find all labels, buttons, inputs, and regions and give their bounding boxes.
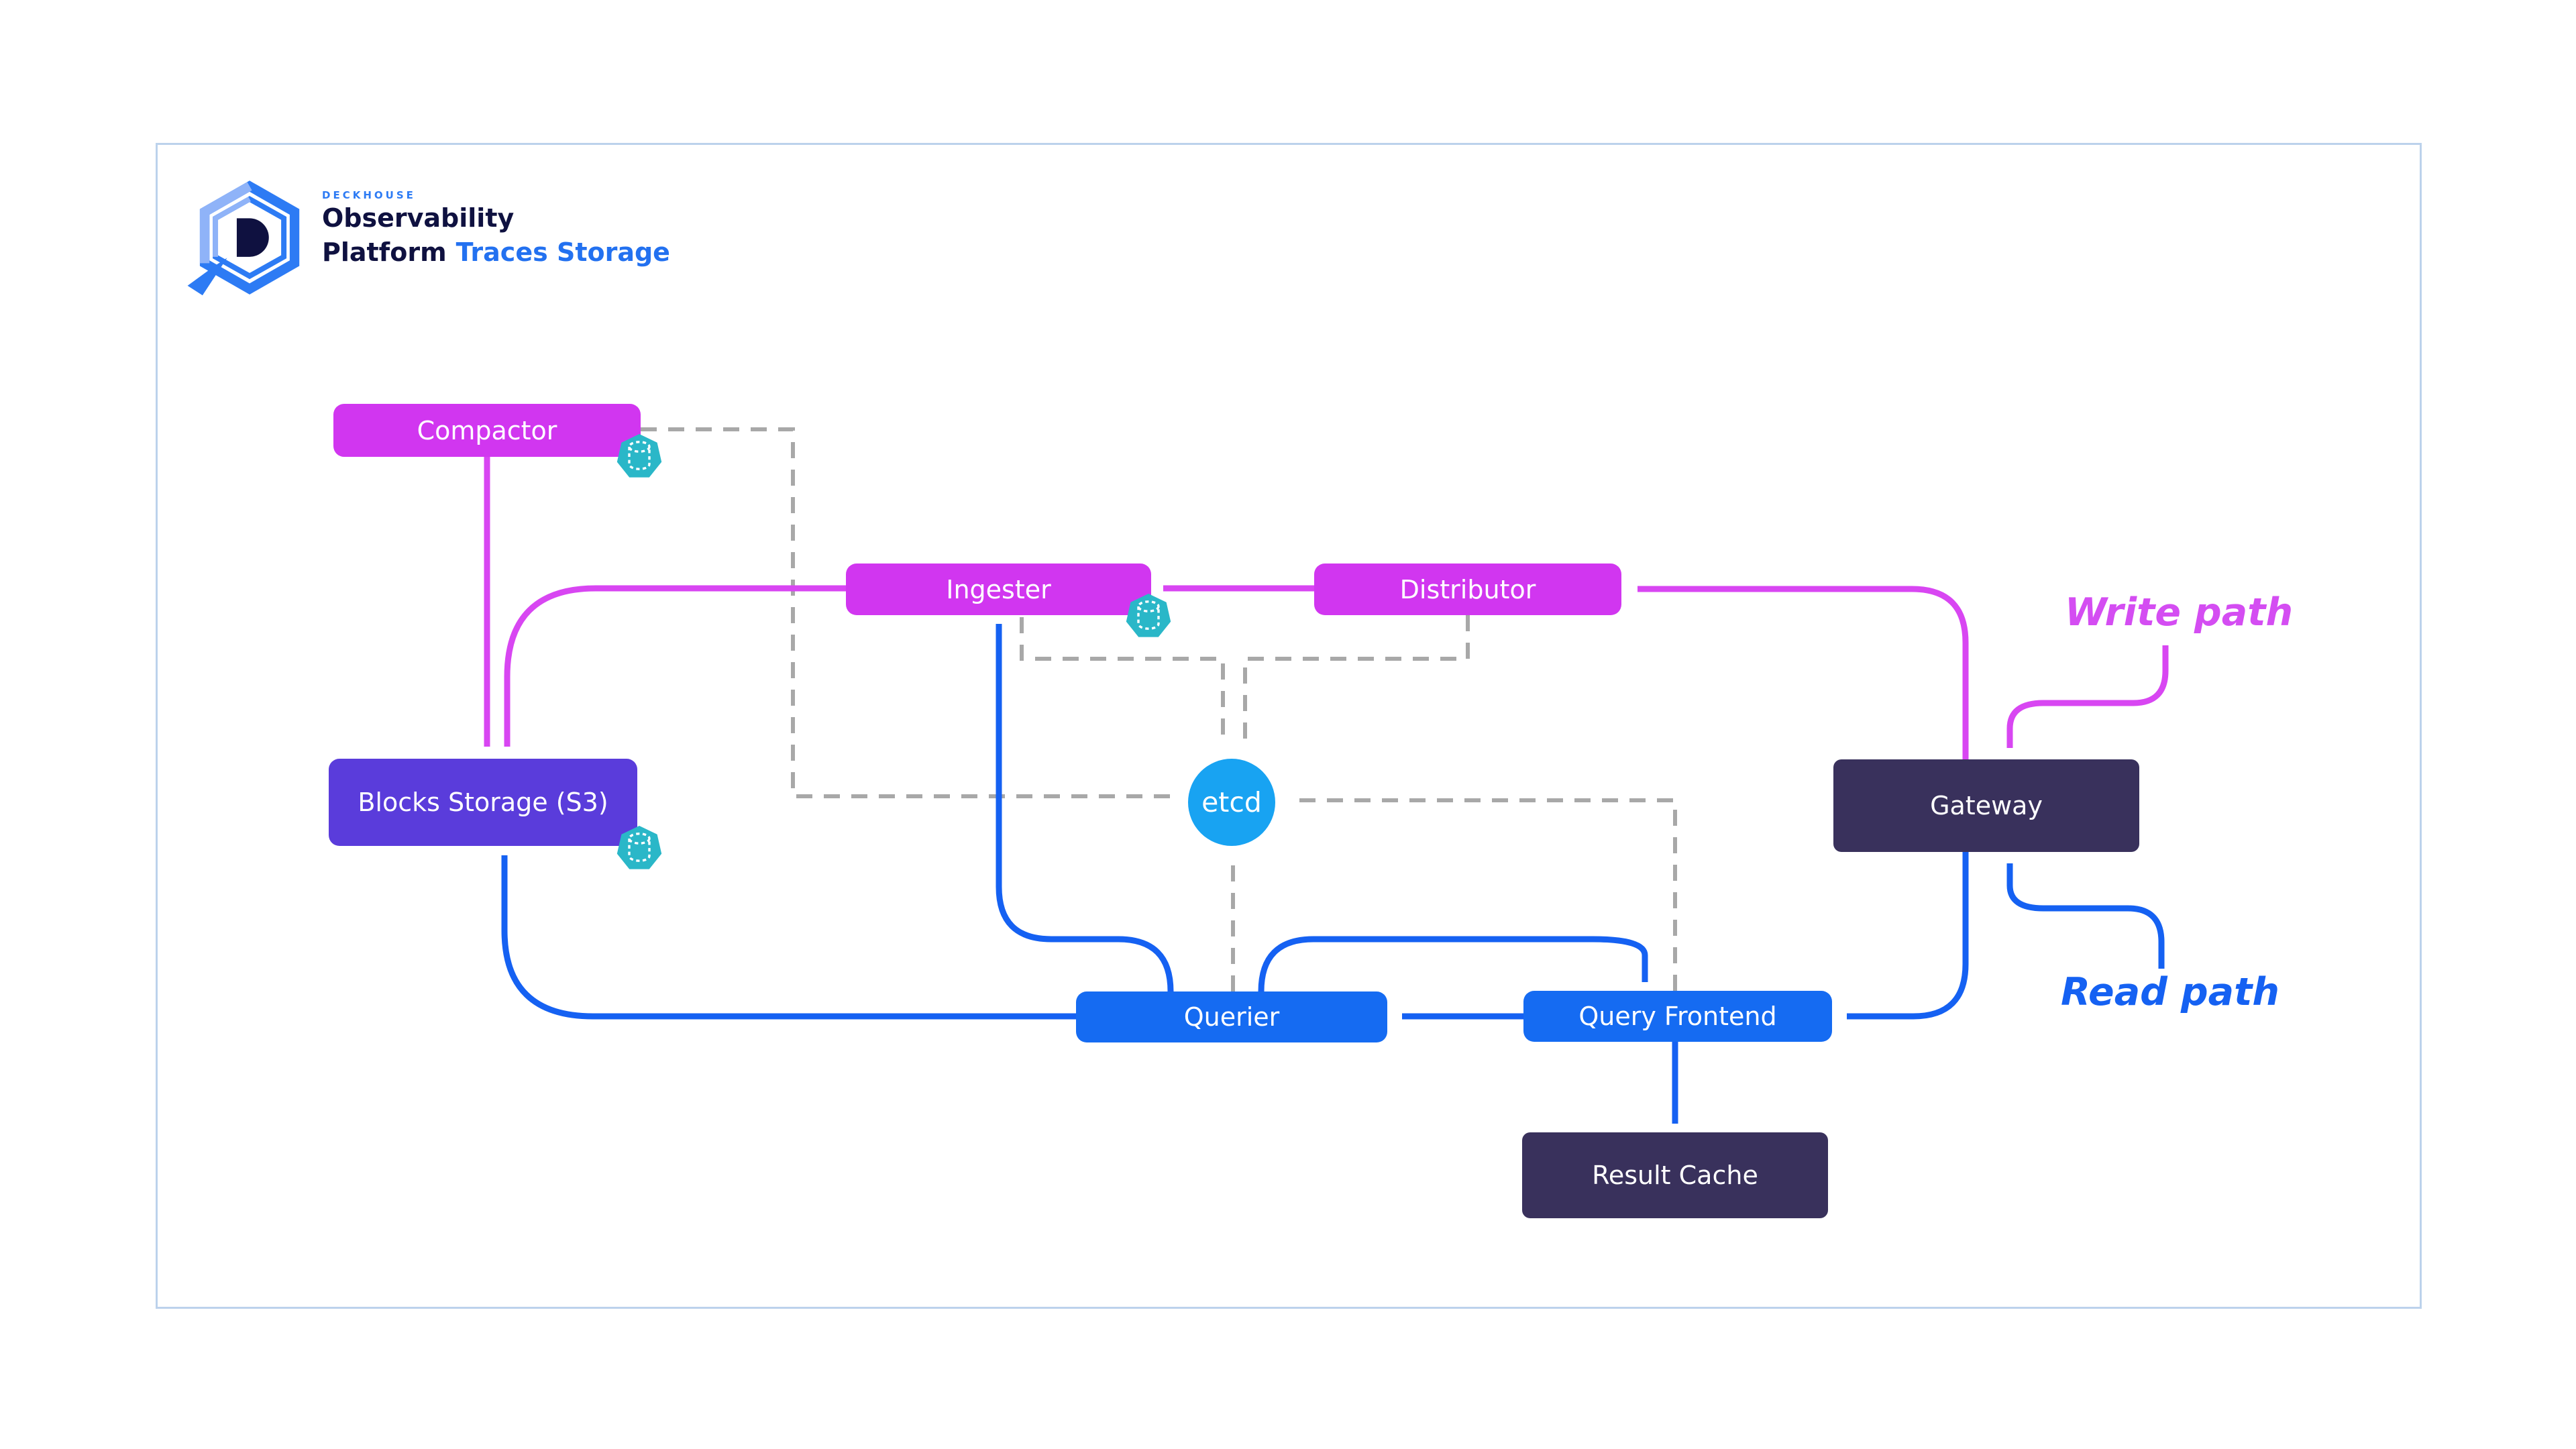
edge-querier-blocks-storage [501,855,1076,1020]
edge-compactor-etcd [641,427,1176,798]
edge-gateway-query-frontend [1847,852,1969,1020]
blocks-storage-database-icon [616,826,662,869]
edge-ingester-blocks-storage [504,585,846,747]
edge-querier-ingester [996,624,1174,992]
edge-querier-query-frontend [1258,936,1648,992]
deckhouse-hexagon-magnifier-icon [187,180,300,296]
edge-ingester-etcd [1020,617,1225,743]
node-etcd-label: etcd [1201,786,1262,818]
node-result-cache-label: Result Cache [1592,1161,1758,1190]
product-name-line2: Platform Traces Storage [322,235,670,270]
node-query-frontend-label: Query Frontend [1578,1002,1777,1031]
node-query-frontend: Query Frontend [1523,991,1832,1042]
product-name-platform: Platform [322,237,447,267]
read-path-label: Read path [2061,970,2279,1014]
diagram-variant-title: Traces Storage [455,237,670,267]
edge-query-frontend-etcd [1293,798,1677,991]
node-ingester: Ingester [846,564,1151,615]
node-gateway-label: Gateway [1930,791,2043,820]
logo-text-block: DECKHOUSE Observability Platform Traces S… [322,189,670,270]
node-blocks-storage-label: Blocks Storage (S3) [358,788,608,817]
write-path-label: Write path [2065,590,2294,635]
node-gateway: Gateway [1833,759,2139,852]
node-distributor-label: Distributor [1399,574,1536,604]
edge-write-label-gateway [2006,645,2169,748]
node-querier-label: Querier [1183,1002,1280,1032]
edge-gateway-distributor [1638,586,1969,759]
node-ingester-label: Ingester [946,574,1051,604]
node-compactor: Compactor [333,404,641,457]
node-distributor: Distributor [1314,564,1621,615]
node-blocks-storage: Blocks Storage (S3) [329,759,637,846]
edge-read-label-gateway [2006,863,2165,969]
compactor-database-icon [616,434,662,478]
node-querier: Querier [1076,991,1387,1042]
diagram-frame [156,143,2422,1309]
edge-distributor-etcd [1243,615,1470,743]
brand-name: DECKHOUSE [322,189,416,201]
node-etcd: etcd [1188,759,1275,846]
node-result-cache: Result Cache [1522,1132,1828,1218]
product-name-line1: Observability [322,203,515,233]
ingester-database-icon [1126,594,1171,637]
node-compactor-label: Compactor [417,415,557,445]
